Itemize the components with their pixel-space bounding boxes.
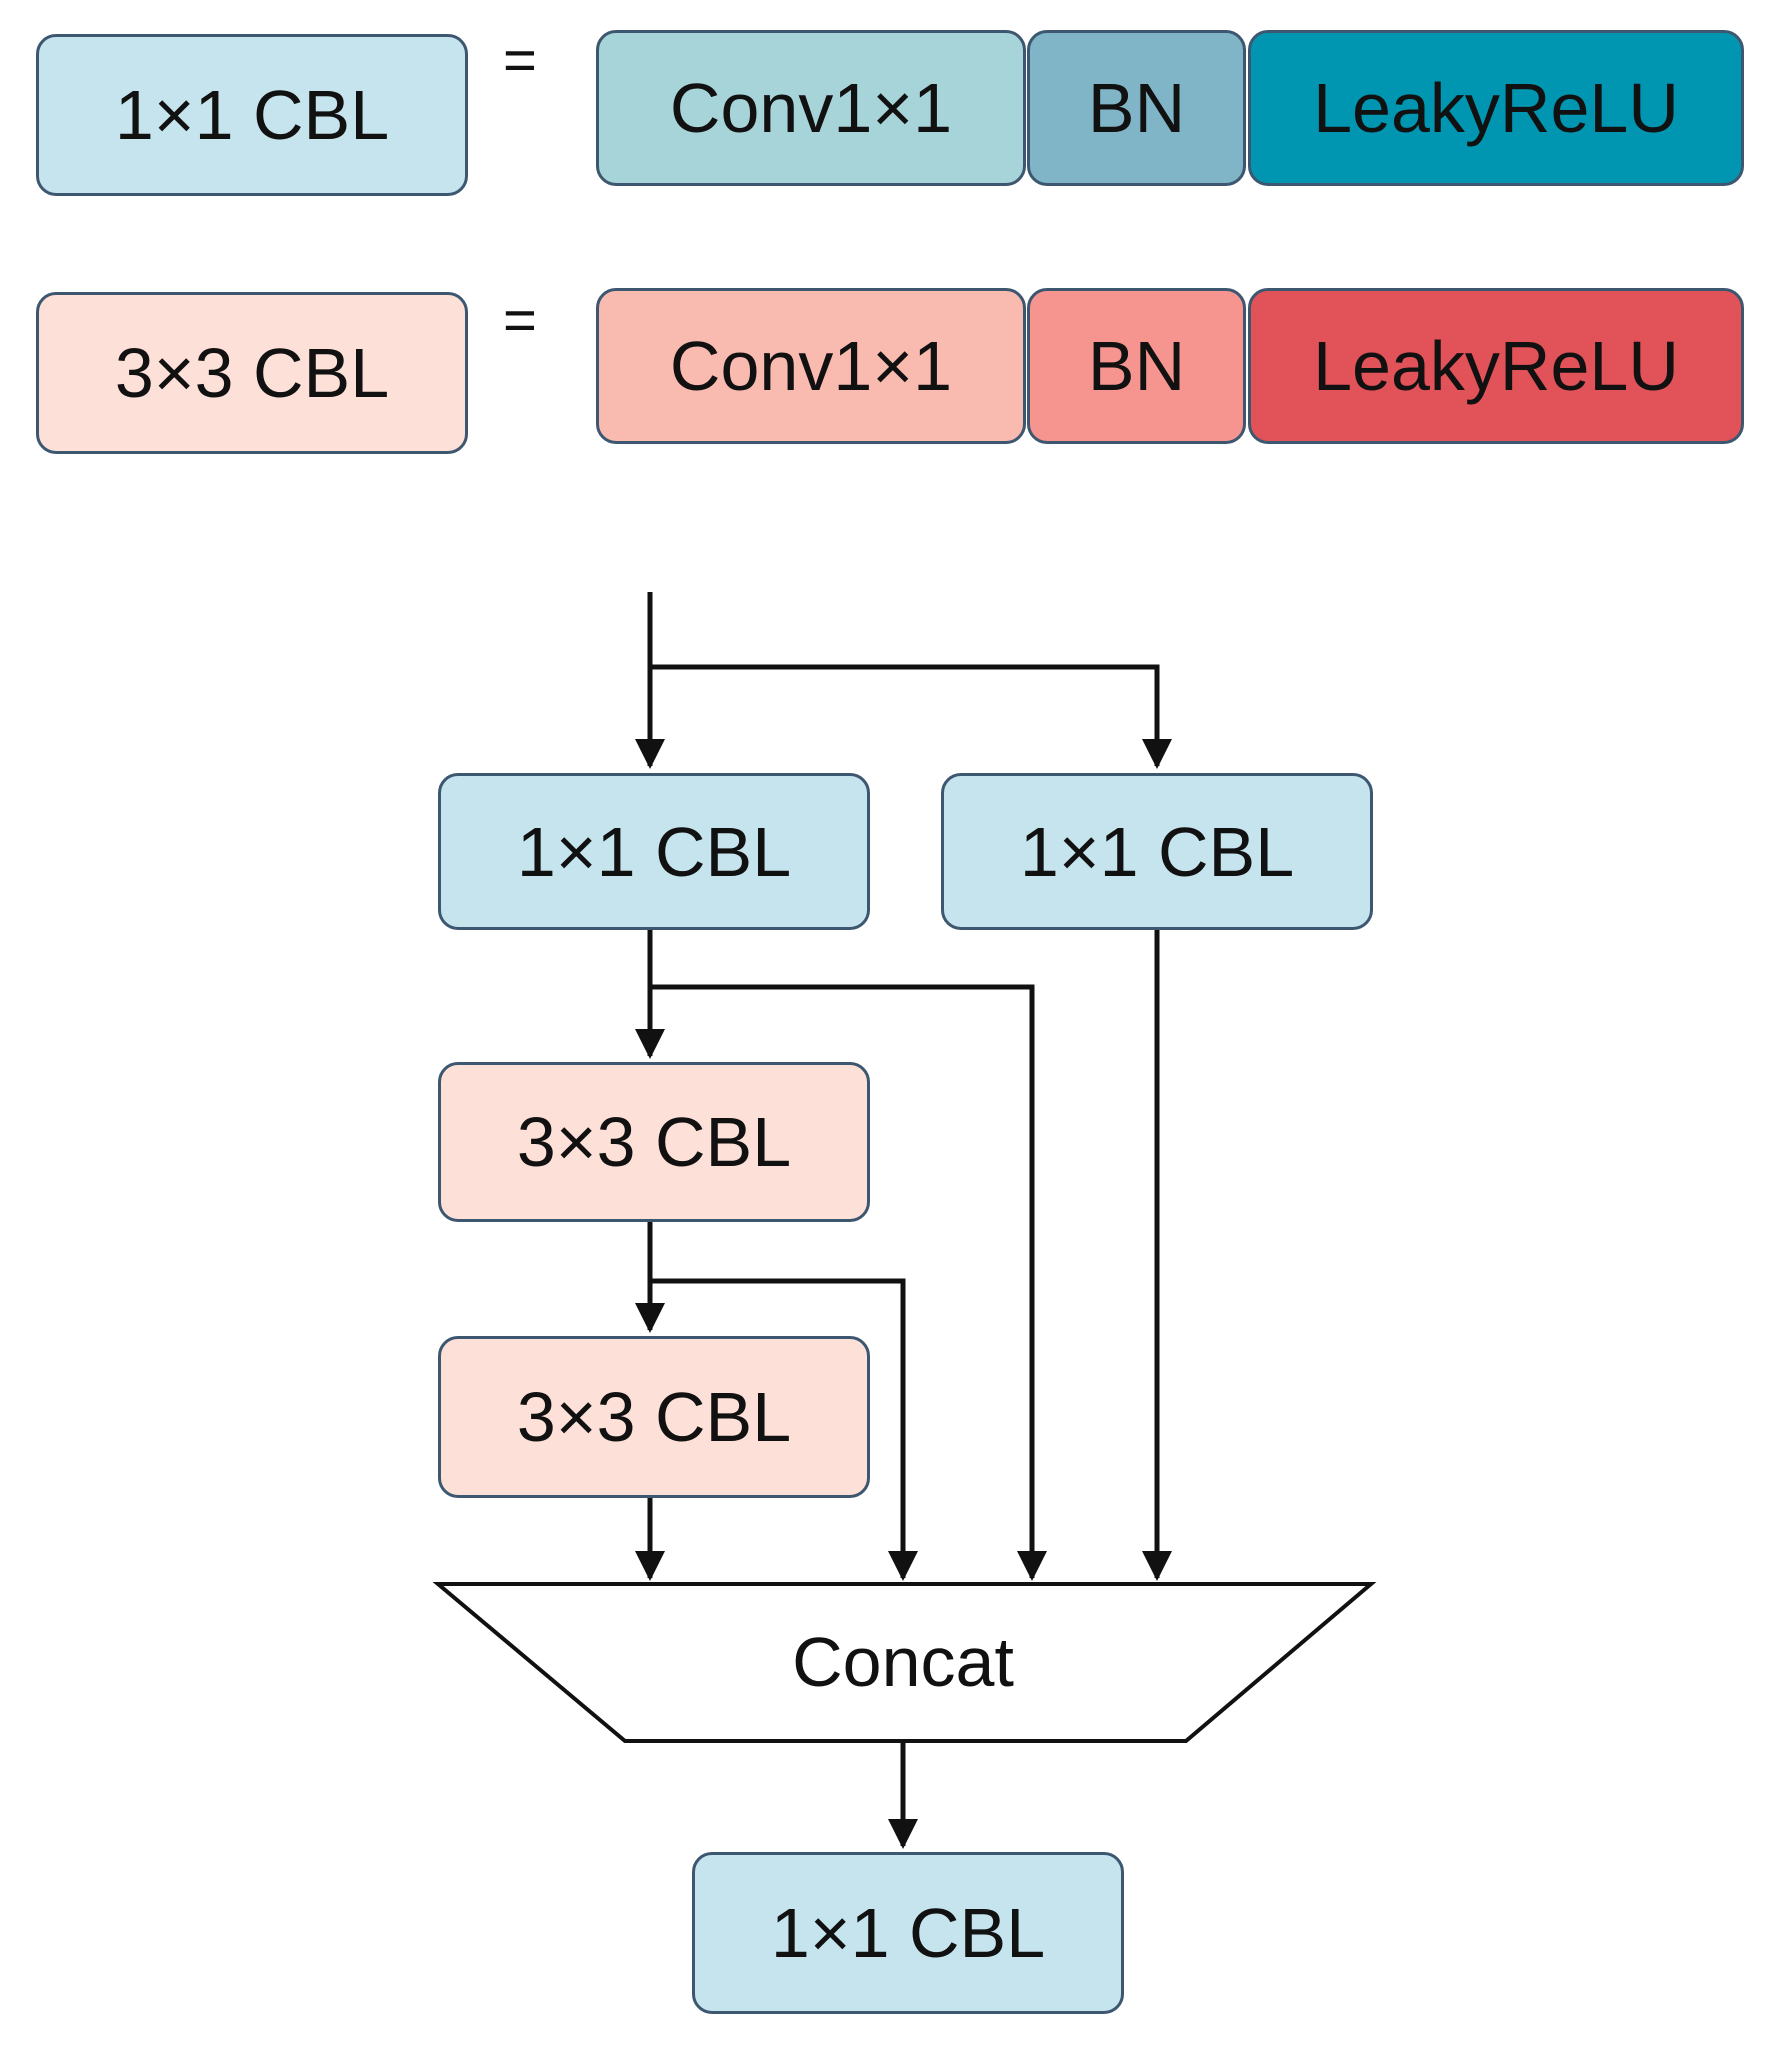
concat-label: Concat bbox=[792, 1623, 1014, 1701]
flow-3x3-cbl-second: 3×3 CBL bbox=[438, 1336, 870, 1498]
flow-1x1-cbl-right-label: 1×1 CBL bbox=[1019, 812, 1295, 891]
legend-row2-activation-label: LeakyReLU bbox=[1313, 327, 1679, 405]
flow-1x1-cbl-left: 1×1 CBL bbox=[438, 773, 870, 930]
flow-3x3-cbl-first: 3×3 CBL bbox=[438, 1062, 870, 1222]
arrow-3x3-to-concat bbox=[650, 1278, 918, 1581]
legend-row1-bn-label: BN bbox=[1087, 69, 1186, 147]
legend-row2-conv: Conv1×1 bbox=[596, 288, 1026, 444]
flow-3x3-cbl-second-label: 3×3 CBL bbox=[516, 1378, 792, 1456]
legend-row1-conv-label: Conv1×1 bbox=[669, 69, 953, 147]
legend-3x3-cbl-label: 3×3 CBL bbox=[114, 334, 390, 412]
legend-row2-bn: BN bbox=[1027, 288, 1246, 444]
legend-1x1-cbl: 1×1 CBL bbox=[36, 34, 468, 196]
legend-row1-activation: LeakyReLU bbox=[1248, 30, 1744, 186]
legend-row1-equals: = bbox=[503, 28, 537, 93]
concat-block bbox=[432, 1582, 1377, 1743]
flow-1x1-cbl-left-label: 1×1 CBL bbox=[516, 812, 792, 891]
flow-1x1-cbl-output-label: 1×1 CBL bbox=[770, 1894, 1046, 1972]
legend-row1-conv: Conv1×1 bbox=[596, 30, 1026, 186]
flow-1x1-cbl-output: 1×1 CBL bbox=[692, 1852, 1124, 2014]
flow-3x3-cbl-first-label: 3×3 CBL bbox=[516, 1103, 792, 1181]
input-arrow-right bbox=[650, 664, 1172, 769]
legend-3x3-cbl: 3×3 CBL bbox=[36, 292, 468, 454]
legend-row2-equals: = bbox=[503, 288, 537, 353]
legend-row2-bn-label: BN bbox=[1087, 327, 1186, 405]
legend-row2-conv-label: Conv1×1 bbox=[669, 327, 953, 405]
legend-row1-activation-label: LeakyReLU bbox=[1313, 69, 1679, 147]
legend-row2-activation: LeakyReLU bbox=[1248, 288, 1744, 444]
flow-1x1-cbl-right: 1×1 CBL bbox=[941, 773, 1373, 930]
legend-1x1-cbl-label: 1×1 CBL bbox=[114, 76, 390, 154]
arrow-1x1-to-concat bbox=[650, 984, 1047, 1581]
legend-row1-bn: BN bbox=[1027, 30, 1246, 186]
